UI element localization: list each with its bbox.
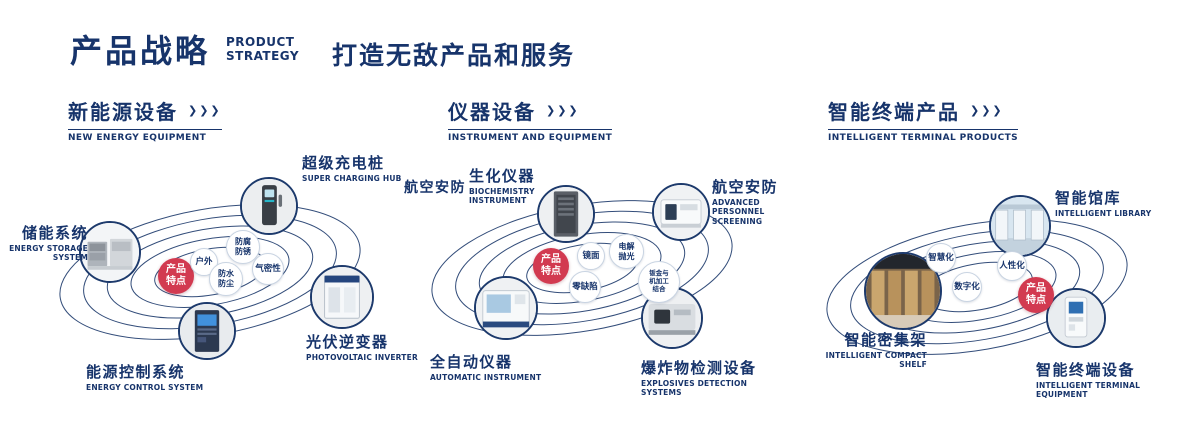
section-subtitle: NEW ENERGY EQUIPMENT — [68, 133, 207, 143]
product-label-intelligent-compact-shelf: 智能密集架 INTELLIGENT COMPACT SHELF — [825, 331, 927, 370]
product-label-explosives-detection: 爆炸物检测设备 EXPLOSIVES DETECTION SYSTEMS — [641, 359, 757, 398]
section-subtitle: INSTRUMENT AND EQUIPMENT — [448, 133, 613, 143]
feature-bubble: 防腐防锈 — [226, 230, 260, 264]
product-label-personnel-screening: 航空安防 ADVANCED PERSONNEL SCREENING — [712, 178, 779, 226]
feature-bubble: 零缺陷 — [569, 271, 601, 303]
product-label-energy-storage: 储能系统 ENERGY STORAGE SYSTEM — [9, 224, 88, 263]
feature-bubble: 钣金与机加工结合 — [638, 261, 680, 303]
product-label-photovoltaic-inverter: 光伏逆变器 PHOTOVOLTAIC INVERTER — [306, 333, 418, 362]
product-label-energy-control-system: 能源控制系统 ENERGY CONTROL SYSTEM — [86, 363, 204, 392]
feature-bubble: 电解抛光 — [609, 234, 644, 269]
intelligent-terminal-kiosk-image — [1046, 288, 1106, 348]
feature-bubble: 镜面 — [577, 242, 605, 270]
triple-arrow-icon: ❯❯❯ — [546, 104, 580, 117]
page-title-en-line2: STRATEGY — [226, 48, 300, 63]
section-title: 仪器设备 — [448, 100, 536, 124]
product-features-badge: 产品特点 — [1018, 277, 1054, 313]
triple-arrow-icon: ❯❯❯ — [188, 104, 222, 117]
product-features-badge: 产品特点 — [158, 258, 194, 294]
feature-bubble: 智慧化 — [926, 243, 956, 273]
intelligent-library-image — [989, 195, 1051, 257]
product-label-super-charging-hub: 超级充电桩 SUPER CHARGING HUB — [302, 154, 402, 183]
feature-bubble: 人性化 — [997, 251, 1027, 281]
product-label-biochemistry-instrument: 生化仪器 BIOCHEMISTRY INSTRUMENT — [469, 167, 536, 206]
super-charging-hub-image — [240, 177, 298, 235]
feature-bubble: 数字化 — [952, 272, 982, 302]
feature-bubble: 气密性 — [252, 253, 284, 285]
product-label-automatic-instrument: 全自动仪器 AUTOMATIC INSTRUMENT — [430, 353, 542, 382]
energy-storage-image — [79, 221, 141, 283]
product-label-intelligent-library: 智能馆库 INTELLIGENT LIBRARY — [1055, 189, 1152, 218]
personnel-screening-image — [652, 183, 710, 241]
section-title: 新能源设备 — [68, 100, 178, 124]
section-title: 智能终端产品 — [828, 100, 960, 124]
side-label-aviation-security: 航空安防 — [404, 180, 466, 196]
product-label-intelligent-terminal-equipment: 智能终端设备 INTELLIGENT TERMINAL EQUIPMENT — [1036, 361, 1141, 400]
photovoltaic-inverter-image — [310, 265, 374, 329]
section-title-row: 新能源设备 ❯❯❯ — [68, 96, 222, 130]
feature-bubble: 防水防尘 — [209, 262, 243, 296]
automatic-instrument-image — [474, 276, 538, 340]
page-title: 产品战略 — [70, 32, 211, 70]
page-title-en-line1: PRODUCT — [226, 35, 295, 49]
energy-control-system-image — [178, 302, 236, 360]
product-features-badge: 产品特点 — [533, 248, 569, 284]
biochemistry-instrument-image — [537, 185, 595, 243]
section-header-new-energy: 新能源设备 ❯❯❯ NEW ENERGY EQUIPMENT — [68, 96, 222, 143]
page-title-english: PRODUCT STRATEGY — [226, 35, 300, 64]
section-header-instruments: 仪器设备 ❯❯❯ INSTRUMENT AND EQUIPMENT — [448, 96, 613, 143]
section-subtitle: INTELLIGENT TERMINAL PRODUCTS — [828, 133, 1018, 143]
slogan: 打造无敌产品和服务 — [332, 41, 576, 70]
section-title-row: 智能终端产品 ❯❯❯ — [828, 96, 1018, 130]
section-header-intelligent-terminal: 智能终端产品 ❯❯❯ INTELLIGENT TERMINAL PRODUCTS — [828, 96, 1018, 143]
triple-arrow-icon: ❯❯❯ — [970, 104, 1004, 117]
section-title-row: 仪器设备 ❯❯❯ — [448, 96, 613, 130]
